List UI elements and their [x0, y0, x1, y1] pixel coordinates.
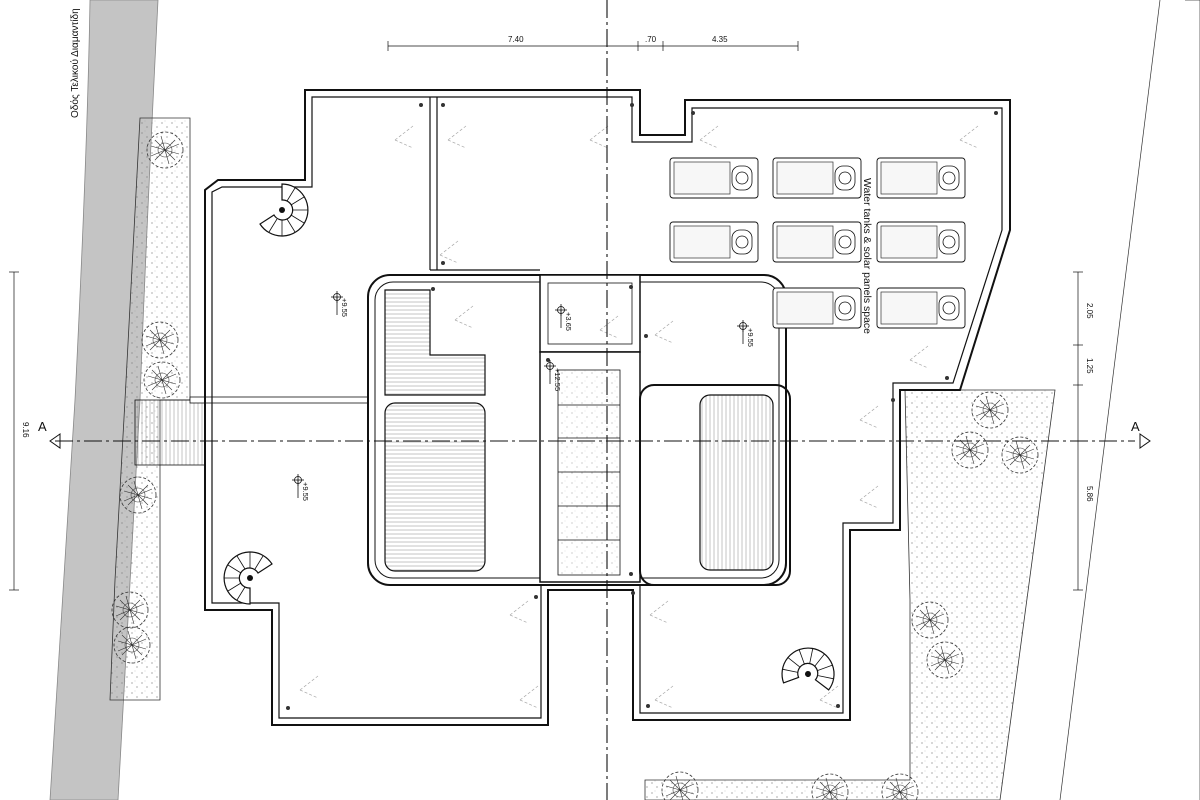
level-mark-roof-left-top: +9.55: [330, 290, 349, 317]
svg-text:+9.55: +9.55: [301, 482, 310, 501]
top-dimension: 7.40 .70 4.35: [387, 35, 799, 51]
svg-text:.70: .70: [645, 35, 657, 44]
solar-panel: [669, 157, 759, 199]
roof-left-outline: [204, 89, 1011, 726]
pool-right: [699, 394, 774, 571]
solar-panel: [876, 221, 966, 263]
svg-text:9.16: 9.16: [21, 422, 30, 438]
level-mark-roof-right: +9.55: [736, 319, 755, 347]
core-upper: [539, 274, 641, 353]
walkway: [134, 399, 206, 466]
svg-text:7.40: 7.40: [508, 35, 524, 44]
spiral-stair-bottom-right: [774, 640, 841, 705]
svg-text:+9.55: +9.55: [746, 328, 755, 347]
svg-text:A: A: [38, 419, 47, 434]
section-mark-left: A: [38, 419, 61, 449]
left-dimension: 9.16: [9, 271, 30, 591]
svg-text:+12.55: +12.55: [553, 368, 562, 391]
roof-left-inner: [211, 96, 1003, 719]
right-wing-block: [639, 384, 791, 586]
spiral-stair-bottom-left: [223, 551, 273, 605]
right-garden: [644, 389, 1056, 800]
solar-panel: [669, 221, 759, 263]
solar-panel: [772, 221, 862, 263]
right-dimension: 2.05 1.25 5.86: [1073, 271, 1094, 591]
svg-text:2.05: 2.05: [1085, 303, 1094, 319]
section-mark-right: A: [1131, 419, 1151, 449]
pool-left: [384, 402, 486, 572]
level-mark-core-upper: +3.65: [554, 303, 573, 331]
pool-left-top: [384, 289, 486, 396]
svg-text:+3.65: +3.65: [564, 312, 573, 331]
svg-text:5.86: 5.86: [1085, 486, 1094, 502]
zone-label: Water tanks & solar panels space: [861, 178, 873, 334]
svg-text:4.35: 4.35: [712, 35, 728, 44]
solar-panel: [876, 287, 966, 329]
corner-dots: [286, 103, 998, 710]
solar-panel: [772, 287, 862, 329]
level-mark-roof-left-bottom: +9.55: [291, 473, 310, 501]
street-label: Οδός Τελικού Διαμαντίδη: [69, 8, 81, 118]
svg-text:A: A: [1131, 419, 1140, 434]
solar-panel: [876, 157, 966, 199]
site-boundary-right: [1059, 0, 1200, 800]
level-mark-core-lower: +12.55: [543, 359, 562, 391]
spiral-stair-top-left: [259, 183, 309, 237]
svg-text:+9.55: +9.55: [340, 298, 349, 317]
walkway-edge: [189, 396, 371, 404]
solar-panel: [772, 157, 862, 199]
svg-text:1.25: 1.25: [1085, 358, 1094, 374]
